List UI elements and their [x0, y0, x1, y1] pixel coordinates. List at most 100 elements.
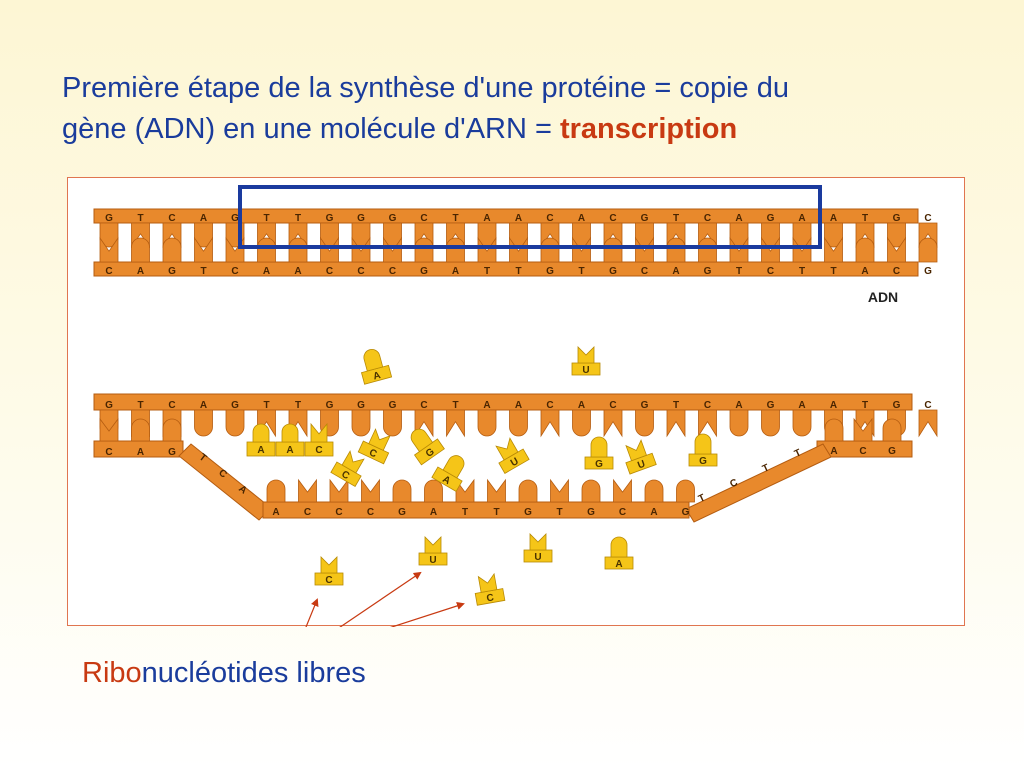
dna-label: ADN [868, 289, 898, 305]
top-dna-upper-base-letter: G [231, 213, 239, 224]
top-dna-upper-base-letter: T [137, 213, 143, 224]
template-nucleotide: G [392, 479, 412, 518]
unwound-upper-base-shape [194, 409, 213, 437]
top-dna-upper-base-letter: A [483, 213, 490, 224]
top-dna-lower-base-shape [729, 236, 749, 263]
top-dna-lower-base-shape [509, 236, 528, 263]
ribonucleotide: A [431, 455, 465, 492]
unwound-upper-nucleotide: C [540, 400, 560, 438]
unwound-upper-base-shape [572, 409, 591, 437]
top-dna-upper-base-letter: C [609, 213, 616, 224]
top-dna-lower-base-shape [761, 236, 780, 263]
caption-rest: nucléotides libres [141, 657, 366, 689]
unwound-upper-base-letter: C [420, 400, 427, 411]
ribonucleotide-base [610, 536, 628, 558]
top-dna-lower-base-letter: A [452, 266, 459, 277]
top-dna-lower-base-shape [194, 236, 213, 263]
ribonucleotide: A [360, 349, 393, 385]
unwound-lower-left-base-shape [99, 417, 119, 442]
top-dna-lower-base-letter: A [294, 266, 301, 277]
top-dna-upper-base-letter: A [735, 213, 742, 224]
unwound-lower-right-base-shape [824, 418, 844, 442]
template-nucleotide: C [613, 478, 632, 518]
top-dna-lower-base-shape [855, 237, 875, 263]
top-dna-lower-nucleotide: C [383, 236, 402, 277]
top-dna-upper-base-letter: G [389, 213, 397, 224]
template-base-shape [392, 479, 412, 503]
ribonucleotide-letter: A [615, 559, 622, 570]
unwound-upper-base-letter: C [704, 400, 711, 411]
unwound-upper-base-shape [351, 409, 371, 437]
template-base-shape [266, 479, 286, 503]
ribonucleotide-base [320, 556, 338, 574]
ribonucleotide-base [363, 349, 384, 372]
ribonucleotide: C [357, 428, 391, 465]
ribonucleotide: U [418, 536, 448, 566]
top-dna-upper-base-letter: T [295, 213, 301, 224]
template-base-letter: C [335, 507, 342, 518]
ribonucleotide-base [410, 428, 434, 453]
unwound-upper-base-letter: A [515, 400, 522, 411]
unwound-upper-base-letter: G [893, 400, 901, 411]
pairing-ribonucleotide-base [281, 423, 299, 443]
unwound-lower-left-base-letter: C [105, 447, 112, 458]
unwound-upper-base-letter: A [578, 400, 585, 411]
template-base-letter: G [587, 507, 595, 518]
top-dna-lower-base-letter: C [326, 266, 333, 277]
unwound-upper-base-letter: C [546, 400, 553, 411]
ribonucleotide: C [474, 572, 506, 606]
top-dna-lower-nucleotide: T [477, 236, 497, 277]
ribonucleotide-letter: C [486, 592, 495, 604]
top-dna-lower-base-shape [288, 237, 308, 263]
caption-prefix: Ribo [82, 657, 142, 689]
template-base-letter: C [304, 507, 311, 518]
top-dna-lower-nucleotide: T [792, 236, 812, 277]
template-base-shape [518, 479, 538, 503]
caption-arrow [339, 571, 422, 627]
unwound-upper-base-letter: T [137, 400, 143, 411]
top-dna-lower-base-letter: A [137, 266, 144, 277]
top-dna-lower-base-letter: T [830, 266, 836, 277]
right-slope-base-letter: T [761, 462, 771, 475]
unwound-upper-base-letter: G [231, 400, 239, 411]
top-dna-upper-base-letter: A [830, 213, 837, 224]
top-dna-lower-base-letter: A [861, 266, 868, 277]
top-dna-upper-base-letter: A [578, 213, 585, 224]
top-dna-lower-base-letter: C [641, 266, 648, 277]
unwound-upper-base-shape [792, 409, 812, 437]
top-dna-lower-base-shape [603, 237, 623, 263]
unwound-upper-base-letter: A [830, 400, 837, 411]
top-dna-lower-base-shape [792, 236, 812, 263]
template-base-shape [550, 478, 569, 503]
ribonucleotide-letter: U [582, 365, 589, 376]
top-dna-upper-base-letter: T [452, 213, 458, 224]
top-dna-lower-nucleotide: C [320, 236, 339, 277]
template-nucleotide: T [550, 478, 569, 518]
unwound-lower-right-base-letter: C [859, 446, 866, 457]
template-base-letter: C [367, 507, 374, 518]
unwound-lower-left-nucleotide: A [131, 418, 150, 458]
unwound-upper-base-shape [761, 409, 780, 437]
unwound-upper-base-shape [729, 409, 749, 437]
ribonucleotide: C [330, 450, 365, 487]
unwound-upper-nucleotide: A [509, 400, 528, 437]
top-dna-lower-base-letter: G [546, 266, 554, 277]
unwound-upper-base-shape [540, 409, 560, 438]
ribonucleotide-base [590, 436, 608, 458]
pairing-ribonucleotide-base [252, 423, 270, 443]
unwound-upper-base-letter: C [609, 400, 616, 411]
ribonucleotide: U [495, 437, 530, 474]
template-base-letter: A [650, 507, 657, 518]
top-dna-lower-nucleotide: T [729, 236, 749, 277]
unwound-upper-base-shape [666, 409, 686, 438]
ribonucleotide-base [477, 572, 498, 593]
top-dna-upper-backbone [93, 208, 919, 224]
pairing-ribonucleotide-letter: C [315, 445, 322, 456]
template-nucleotide: C [298, 478, 317, 518]
pairing-ribonucleotide: A [275, 423, 305, 457]
ribonucleotide-base [694, 433, 712, 455]
ribonucleotide: C [314, 556, 344, 586]
ribonucleotide-letter: U [429, 555, 436, 566]
title-highlight: transcription [559, 113, 738, 145]
right-slope-base-letter: T [697, 492, 707, 505]
